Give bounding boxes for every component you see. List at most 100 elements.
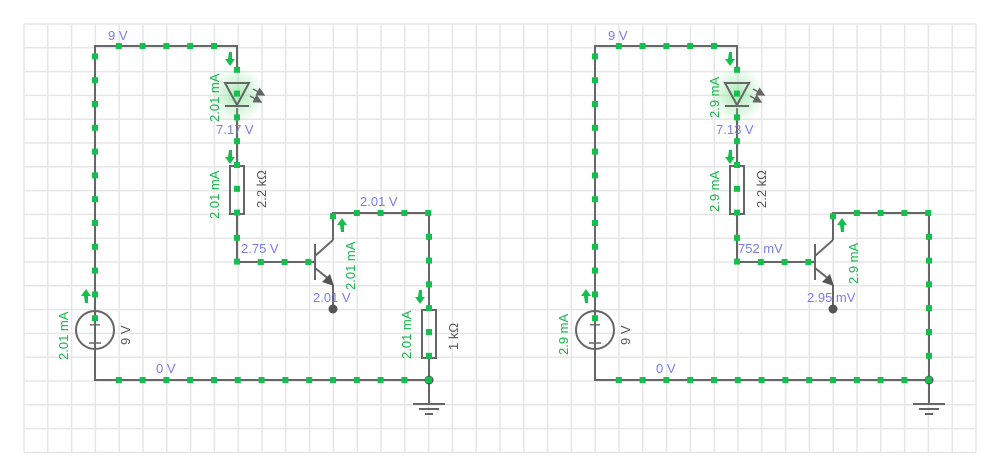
current-dot [92, 267, 98, 274]
current-dot [592, 148, 598, 155]
arrow-down-icon [225, 150, 235, 164]
current-dot [92, 315, 98, 322]
current-dot [687, 377, 694, 383]
led-light-arrow-icon [749, 94, 763, 103]
current-arrows [81, 52, 425, 304]
current-dot [258, 377, 265, 383]
current-dot [781, 259, 788, 265]
source-value: 9 V [618, 325, 633, 345]
node-voltage-top: 9 V [108, 28, 128, 43]
current-dot [734, 90, 740, 97]
base-resistor-value: 2.2 kΩ [254, 170, 269, 208]
emitter-node [328, 304, 338, 314]
current-dot [92, 291, 98, 298]
current-dot [234, 66, 240, 73]
base-resistor-current-label: 2.9 mA [707, 170, 722, 212]
current-dot [306, 377, 313, 383]
current-dot [234, 258, 240, 265]
current-dot [257, 259, 264, 265]
current-dot [163, 43, 170, 49]
current-dot [734, 162, 740, 168]
current-dot [353, 210, 360, 216]
collector-current-label: 2.9 mA [846, 242, 861, 284]
arrow-up-icon [81, 289, 91, 303]
current-dot [187, 43, 194, 49]
current-dot [426, 352, 432, 359]
current-dot [92, 243, 98, 250]
current-dot [639, 43, 646, 49]
plus-icon: + [88, 315, 101, 334]
current-dot [592, 53, 598, 60]
led-light-arrow-icon [752, 87, 766, 96]
source-current-label: 2.9 mA [556, 313, 571, 355]
current-dot [926, 305, 932, 312]
load-resistor-value: 1 kΩ [446, 323, 461, 350]
current-flow-dots [92, 43, 932, 383]
current-dot [592, 124, 598, 131]
current-dot [639, 377, 646, 383]
arrow-down-icon [225, 52, 235, 66]
led-light-arrow-icon [249, 94, 263, 103]
transistor-collector-lead [814, 239, 834, 257]
wire-bottom[interactable] [594, 342, 929, 381]
voltage-source[interactable]: + [575, 310, 615, 350]
current-dot [426, 257, 432, 264]
current-dot [877, 377, 884, 383]
node-voltage-emitter: 2.95 mV [807, 290, 856, 305]
node-voltage-top: 9 V [608, 28, 628, 43]
npn-transistor[interactable] [310, 239, 338, 314]
current-dot [211, 377, 217, 383]
current-dot [426, 329, 432, 335]
led-triangle [223, 82, 251, 108]
current-dot [92, 101, 98, 107]
current-dot [139, 377, 146, 383]
npn-transistor[interactable] [810, 239, 838, 314]
source-circle [75, 310, 115, 350]
current-dot [805, 259, 812, 265]
current-dot [425, 377, 432, 383]
current-dot [211, 43, 217, 49]
led-current-label: 2.01 mA [207, 73, 222, 122]
source-value: 9 V [118, 325, 133, 345]
transistor-emitter-arrow-icon [322, 274, 334, 286]
current-dot [282, 377, 289, 383]
current-dot [806, 377, 813, 383]
current-dot [926, 281, 932, 288]
left-circuit: + 9 V 7.17 V 2.75 V 2.01 V 2.01 V 0 V 2.… [56, 28, 461, 415]
load-resistor-current-label: 2.01 mA [399, 310, 414, 359]
current-dot [330, 213, 336, 220]
current-dot [426, 305, 432, 312]
current-dot [592, 291, 598, 298]
current-dot [234, 162, 240, 168]
voltage-source[interactable]: + [75, 310, 115, 350]
current-dot [925, 210, 932, 216]
node-voltage-emitter: 2.01 V [313, 290, 351, 305]
base-resistor-current-label: 2.01 mA [207, 170, 222, 219]
current-dot [901, 377, 908, 383]
arrow-down-icon [415, 290, 425, 304]
current-dot [758, 377, 765, 383]
current-dot [901, 210, 908, 216]
current-dot [853, 377, 860, 383]
arrow-down-icon [725, 150, 735, 164]
transistor-collector-lead [314, 239, 334, 257]
led-light-arrow-icon [252, 87, 266, 96]
current-dot [592, 267, 598, 274]
current-dot [592, 220, 598, 226]
led-current-label: 2.9 mA [707, 76, 722, 118]
current-dot [734, 138, 740, 145]
current-dot [377, 210, 384, 216]
right-circuit: + 9 V 7.13 V 752 mV 2.95 mV 0 V 2.9 mA 2… [556, 28, 945, 415]
current-dot [92, 77, 98, 84]
current-dot [92, 124, 98, 131]
current-dot [163, 377, 170, 383]
current-dot [115, 43, 122, 49]
current-dot [305, 259, 312, 265]
current-dot [234, 234, 240, 241]
current-dot [426, 281, 432, 288]
node-voltage-ground: 0 V [656, 361, 676, 376]
current-dot [592, 77, 598, 84]
current-dot [401, 210, 408, 216]
current-dot [377, 377, 384, 383]
